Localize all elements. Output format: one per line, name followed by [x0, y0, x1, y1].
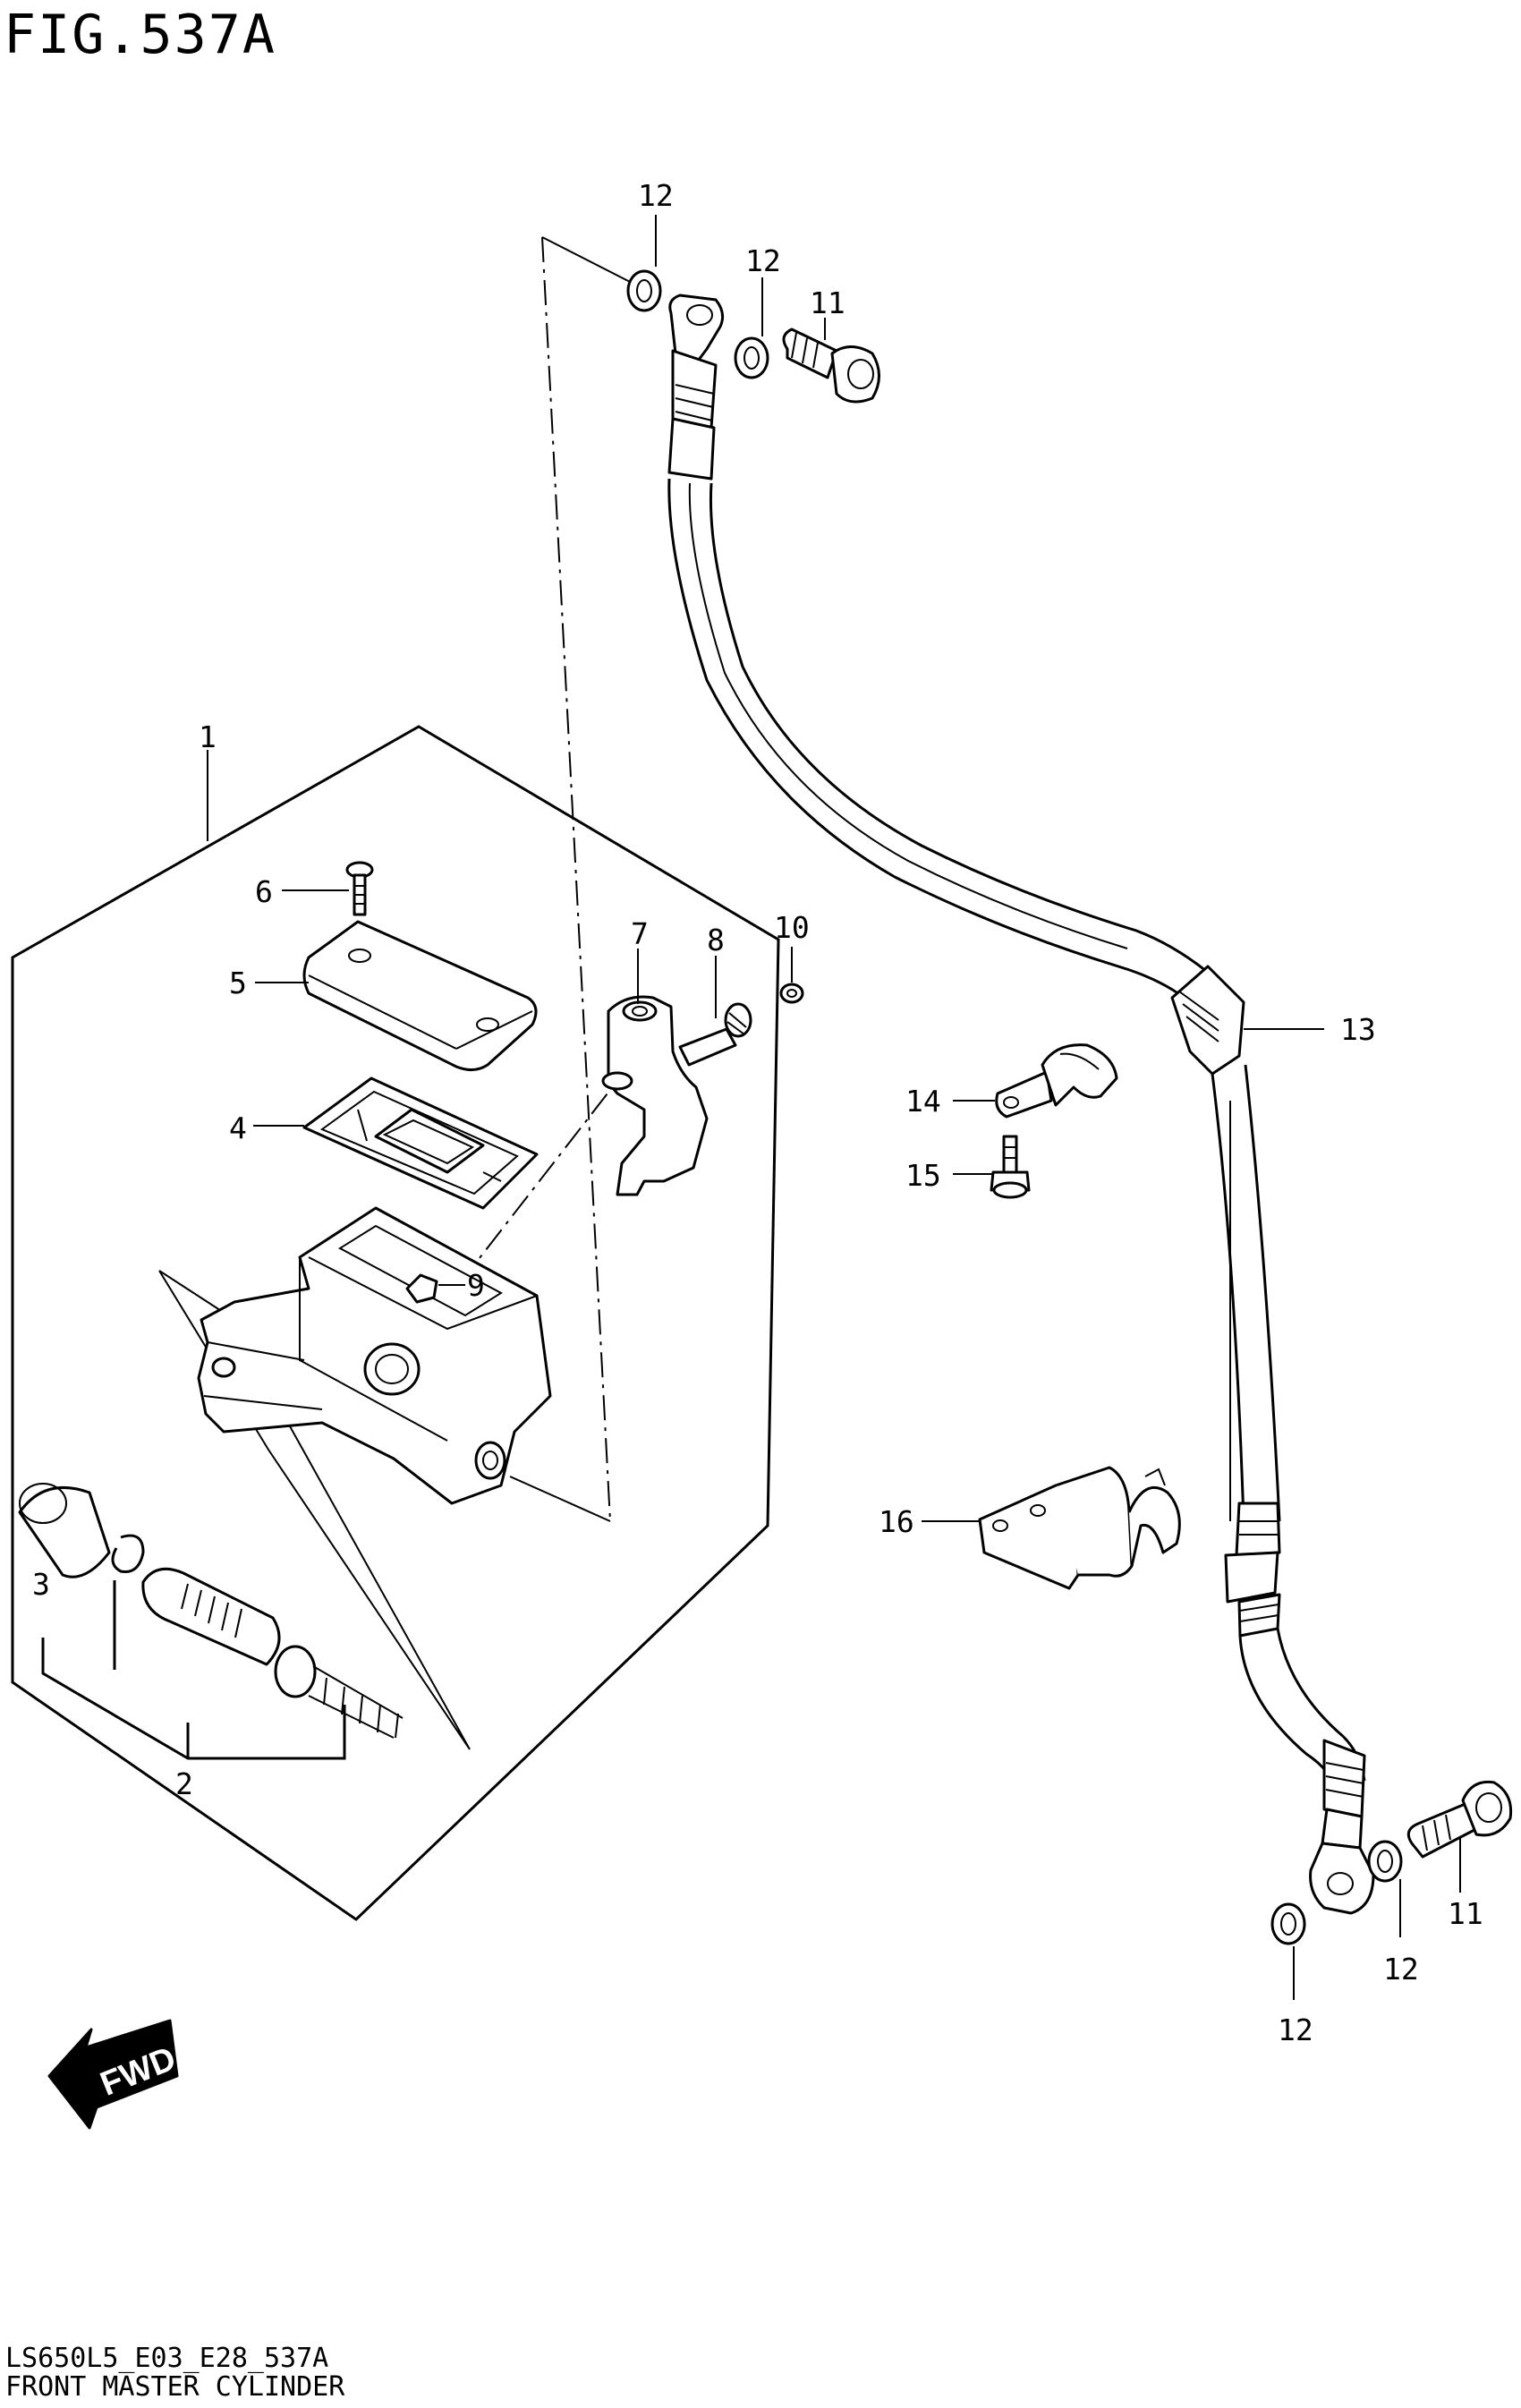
master-cylinder-body	[197, 1206, 552, 1505]
callout-7: 7	[631, 916, 649, 951]
part-3-boot	[18, 1483, 111, 1578]
figure-title: FIG.537A	[4, 4, 276, 66]
part-7-clamp	[601, 995, 709, 1196]
figure-code: LS650L5_E03_E28_537A	[5, 2343, 329, 2374]
part-12-washer-top-a	[626, 269, 662, 312]
callout-2: 2	[175, 1766, 193, 1801]
callout-3: 3	[32, 1567, 50, 1602]
part-11-banjo-bolt-top	[782, 328, 880, 404]
fwd-arrow-icon: FWD	[47, 2019, 182, 2130]
callout-1: 1	[199, 719, 217, 754]
part-12-washer-bottom-b	[1270, 1902, 1306, 1945]
part-13-brake-hose	[667, 294, 1375, 1915]
part-4-diaphragm	[302, 1076, 539, 1210]
callout-5: 5	[229, 966, 247, 1000]
part-10-nut	[779, 983, 804, 1004]
callout-12-bottom-b: 12	[1278, 2012, 1313, 2047]
alignment-line-bottom	[509, 1476, 611, 1522]
part-11-banjo-bolt-bottom	[1406, 1780, 1513, 1859]
callout-6: 6	[255, 874, 273, 909]
callout-12-bottom-a: 12	[1383, 1952, 1419, 1987]
part-9-cap	[405, 1273, 438, 1304]
callout-10: 10	[774, 910, 810, 945]
alignment-line-top	[541, 236, 636, 285]
callout-11-top: 11	[810, 285, 845, 320]
part-5-reservoir-cap	[302, 920, 538, 1071]
part-15-bolt	[990, 1135, 1031, 1199]
callout-4: 4	[229, 1110, 247, 1145]
part-2-spring	[274, 1645, 404, 1739]
callout-9: 9	[467, 1268, 485, 1303]
master-cylinder-assembly-outline	[11, 725, 780, 1921]
leader-lines	[207, 215, 1461, 2000]
figure-name: FRONT MASTER CYLINDER	[5, 2371, 345, 2403]
part-14-hose-clamp	[995, 1043, 1118, 1119]
callout-12-top-a: 12	[638, 178, 674, 213]
callout-16: 16	[879, 1504, 914, 1539]
callout-15: 15	[905, 1158, 941, 1193]
callout-11-bottom: 11	[1448, 1896, 1483, 1931]
callout-14: 14	[905, 1084, 941, 1119]
callout-8: 8	[707, 923, 725, 957]
part-12-washer-top-b	[734, 336, 769, 379]
part-2-piston	[141, 1567, 281, 1666]
callout-12-top-b: 12	[745, 243, 781, 278]
callout-13: 13	[1340, 1012, 1376, 1047]
part-12-washer-bottom-a	[1367, 1840, 1403, 1883]
alignment-dashdot-line	[541, 236, 611, 1522]
part-8-bolt	[678, 1002, 752, 1067]
part-2-circlip	[111, 1534, 145, 1574]
part-6-screw	[345, 861, 374, 916]
part-16-bracket	[978, 1466, 1181, 1590]
